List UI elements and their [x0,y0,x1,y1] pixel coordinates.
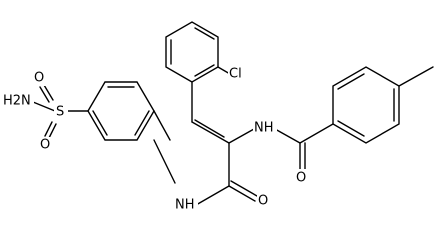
sulfonylphenyl-ring [87,81,155,141]
label-o-sulfonyl-bottom: O [40,138,50,153]
bond-ring-nh-lower-2 [153,139,176,184]
bond-s-o-top-double [43,84,54,101]
ring-double-3 [92,110,108,136]
label-nh-lower: NH [175,198,195,213]
label-s: S [56,105,64,120]
sulfonamide-group [32,84,89,139]
bond-carbonyl-tolyl [299,123,334,144]
bond-n-s [32,101,56,112]
label-o-sulfonyl-top: O [34,71,44,86]
structure-diagram: H2N S O O NH O NH O Cl [2,21,434,213]
label-cl: Cl [229,67,242,82]
molecule-drawing: H2N S O O NH O NH O Cl [2,21,434,213]
bond-c-o-lower [228,185,256,202]
ring3-double-3 [337,120,365,137]
atom-labels: H2N S O O NH O NH O Cl [2,66,309,213]
bond-s-o-bottom [44,121,53,137]
bond-alpha-nh-upper [228,128,255,144]
label-nh-upper: NH [254,121,274,136]
ring-double-2 [134,110,150,136]
bond-s-o-top [39,86,50,103]
ring2-double-3 [194,64,215,77]
ring3-double-1 [337,73,365,90]
tolyl-ring [332,66,434,144]
label-o-lower: O [258,194,268,209]
bond-nh-upper-carbonyl [274,128,301,144]
ring-outline [87,81,155,141]
bond-c-o-lower-double [230,180,258,197]
ring-outline-2 [165,21,219,83]
label-h2n: H2N [3,94,31,109]
bond-vinyl [191,121,230,144]
ring-outline-3 [332,66,400,144]
chlorophenyl-ring [165,21,231,83]
bond-methyl [398,66,434,87]
bond-nh-lower-carbonyl [195,185,230,206]
ring2-double-2 [194,27,215,40]
label-o-upper: O [296,171,306,186]
bond-vinyl-double [194,119,225,138]
bond-ring-nh-lower [153,110,171,141]
bond-s-o-bottom-double [48,123,57,139]
